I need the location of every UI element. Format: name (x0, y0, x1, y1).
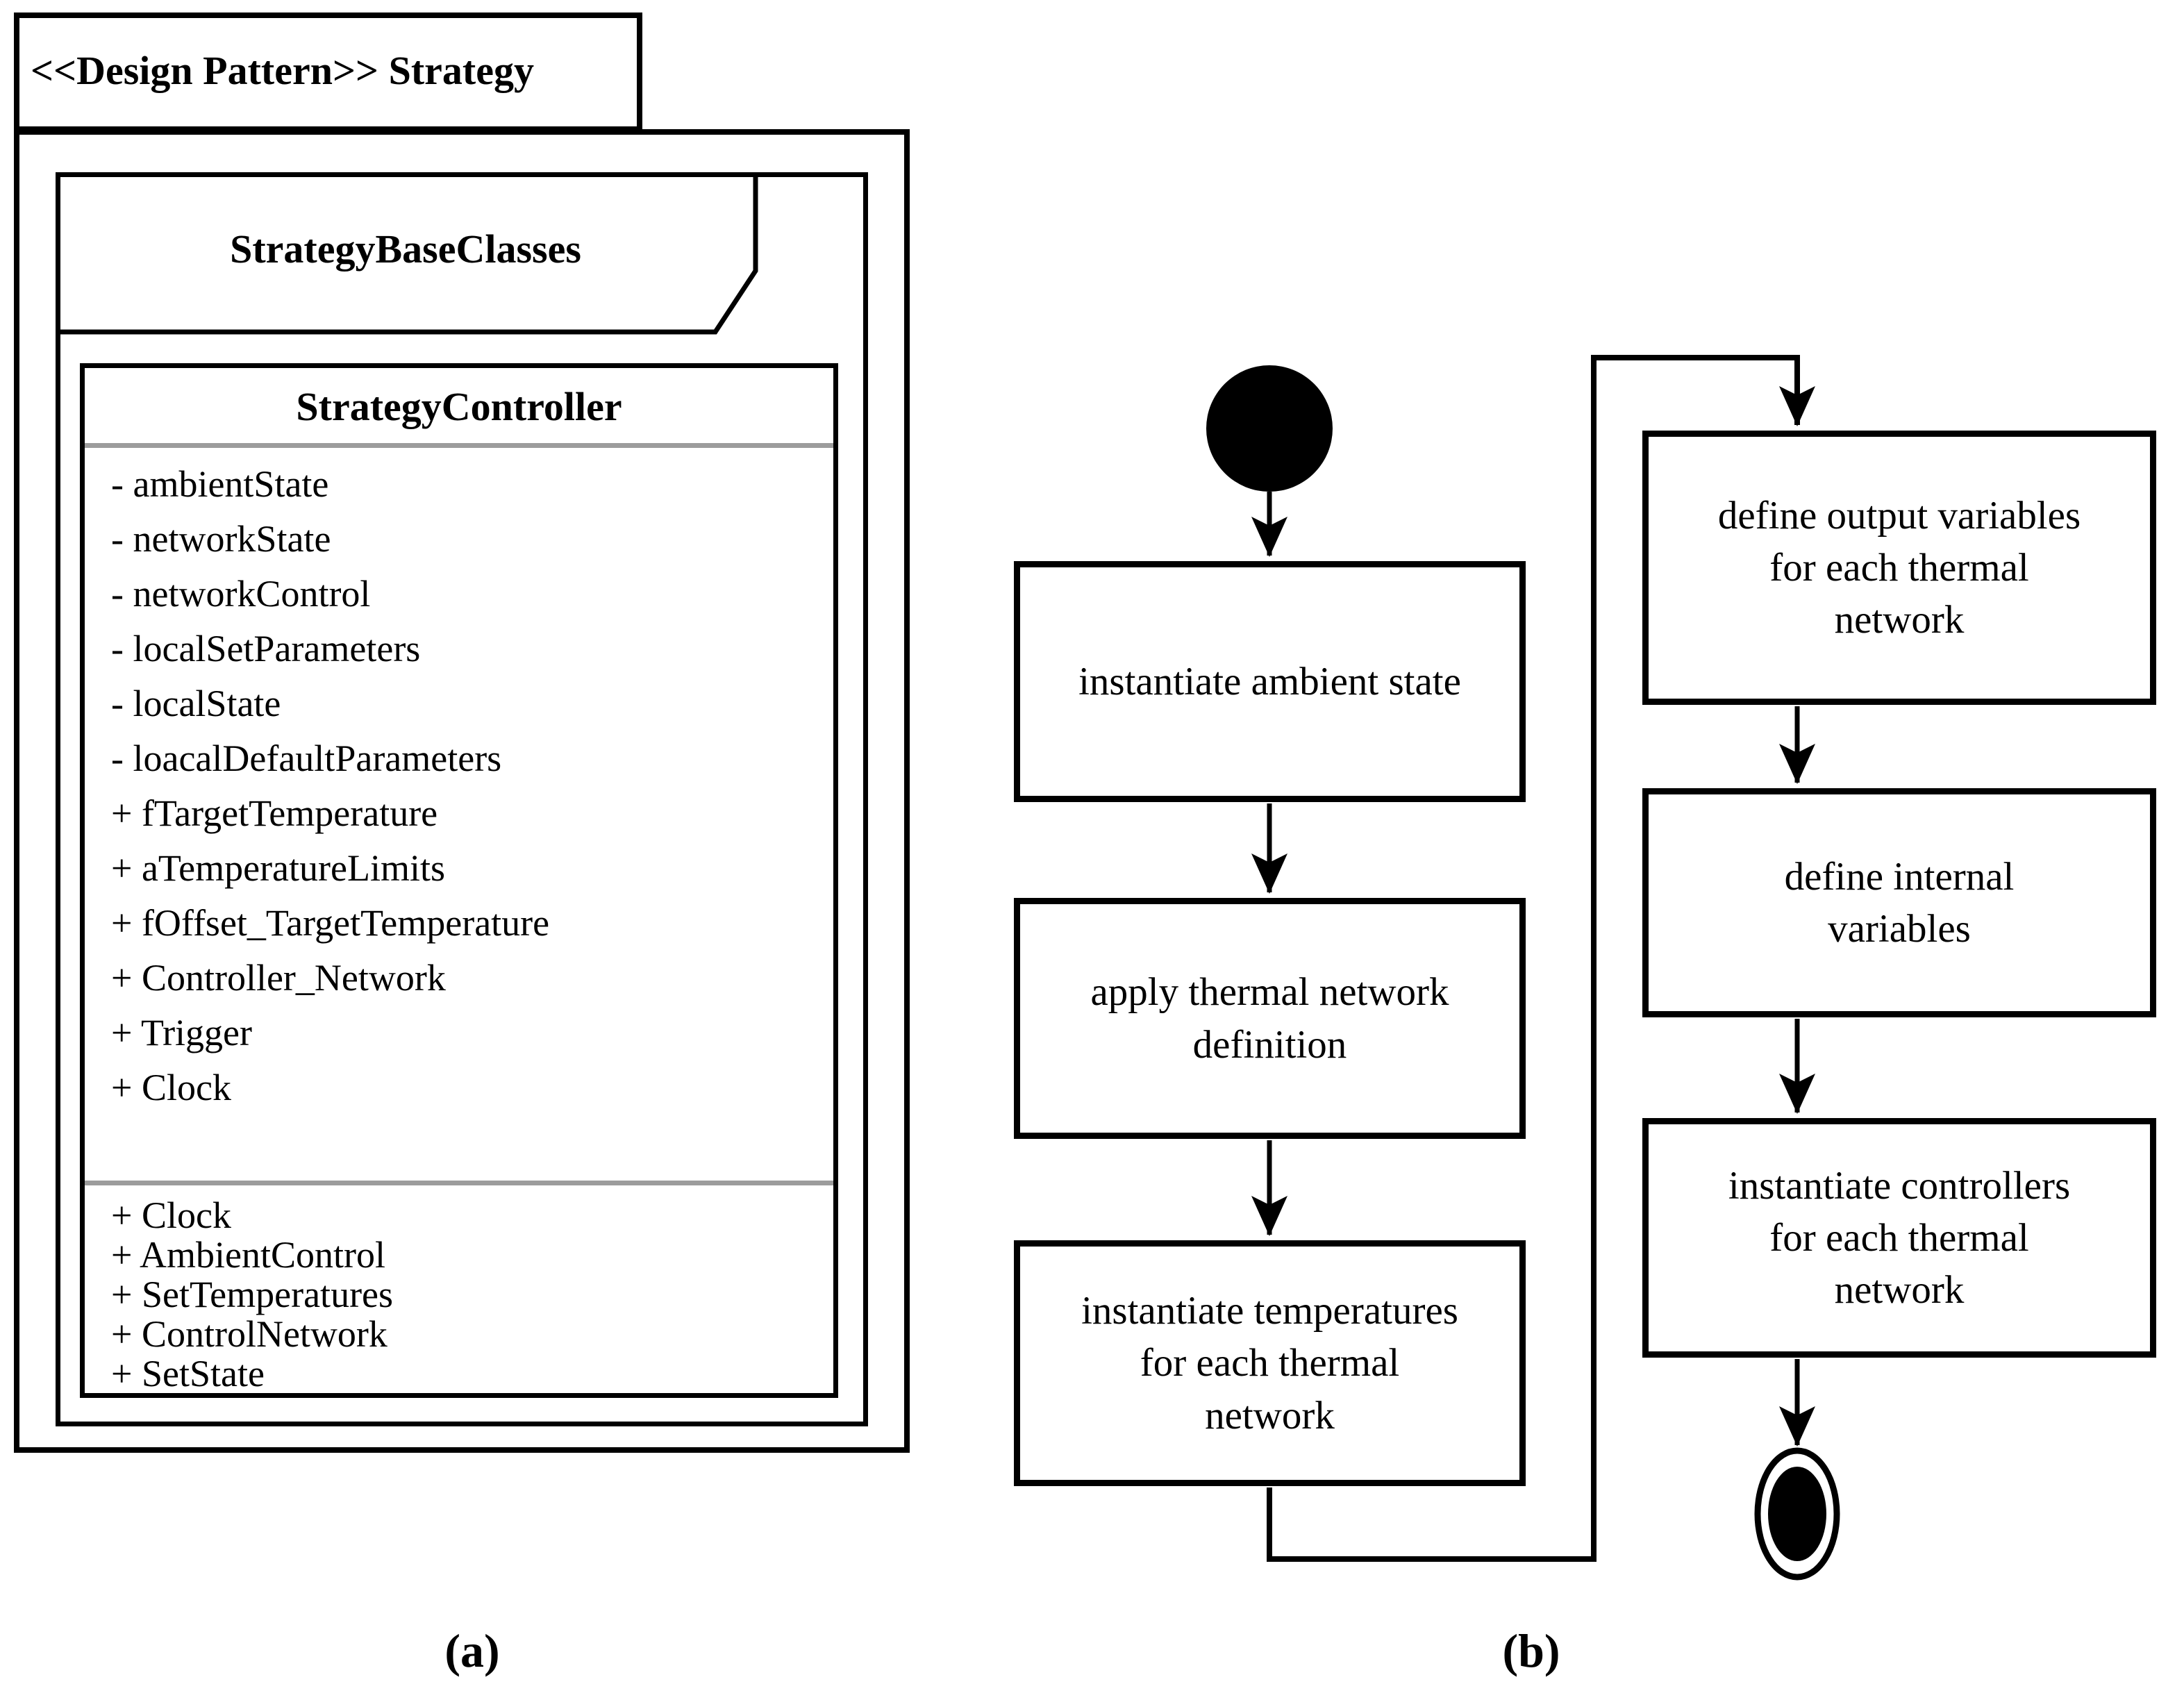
caption-b: (b) (1502, 1624, 1560, 1677)
activity-box-define-internal-variables: define internal variables (1642, 788, 2156, 1017)
method-item: + ControlNetwork (111, 1313, 387, 1355)
attribute-item: + Controller_Network (111, 957, 446, 999)
activity-final-node-core (1768, 1467, 1826, 1561)
activity-box-instantiate-controllers: instantiate controllers for each thermal… (1642, 1118, 2156, 1358)
method-item: + AmbientControl (111, 1234, 385, 1276)
method-item: + Clock (111, 1194, 231, 1236)
package-strategybaseclasses-label: StrategyBaseClasses (230, 226, 581, 272)
activity-start-node (1206, 365, 1333, 492)
activity-box-instantiate-ambient-state: instantiate ambient state (1014, 561, 1526, 802)
attribute-item: - ambientState (111, 463, 329, 505)
class-separator-methods (85, 1181, 833, 1185)
attribute-item: + fTargetTemperature (111, 792, 438, 834)
attribute-item: - localSetParameters (111, 628, 421, 669)
activity-box-apply-thermal-network-definition: apply thermal network definition (1014, 898, 1526, 1139)
package-strategy-label: <<Design Pattern>> Strategy (31, 48, 534, 93)
class-title: StrategyController (296, 384, 622, 429)
activity-box-instantiate-temperatures: instantiate temperatures for each therma… (1014, 1240, 1526, 1486)
attribute-item: - networkState (111, 518, 331, 560)
method-item: + SetTemperatures (111, 1274, 394, 1315)
method-item: + SetState (111, 1353, 265, 1394)
attribute-item: + Clock (111, 1067, 231, 1108)
activity-final-node-ring (1754, 1447, 1840, 1581)
attribute-item: - localState (111, 683, 281, 724)
attribute-item: + fOffset_TargetTemperature (111, 902, 550, 944)
class-attributes: - ambientState - networkState - networkC… (111, 457, 819, 1115)
class-methods: + Clock + AmbientControl + SetTemperatur… (111, 1196, 819, 1394)
caption-a: (a) (444, 1624, 500, 1677)
activity-box-define-output-variables: define output variables for each thermal… (1642, 431, 2156, 705)
attribute-item: + aTemperatureLimits (111, 847, 445, 889)
class-separator-attributes (85, 443, 833, 448)
attribute-item: + Trigger (111, 1012, 253, 1053)
class-strategycontroller: StrategyController - ambientState - netw… (80, 363, 838, 1398)
attribute-item: - loacalDefaultParameters (111, 738, 502, 779)
attribute-item: - networkControl (111, 573, 371, 615)
